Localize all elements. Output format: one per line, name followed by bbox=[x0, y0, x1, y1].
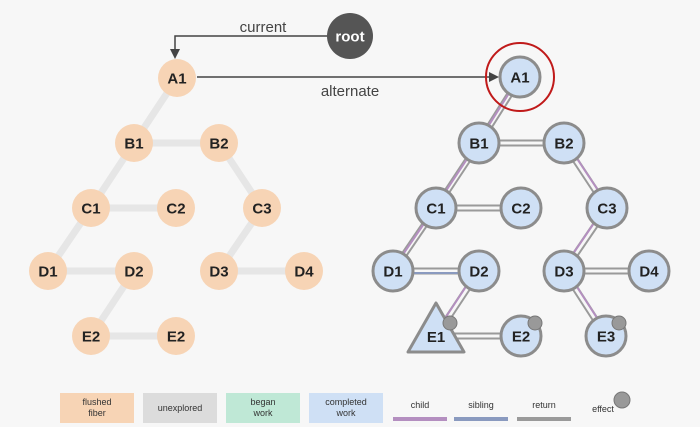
left-node-label: C3 bbox=[252, 201, 271, 218]
right-node-label: C2 bbox=[511, 201, 530, 218]
root-node: root bbox=[327, 13, 373, 59]
left-node: A1 bbox=[158, 59, 196, 97]
legend-effect-dot bbox=[613, 391, 631, 409]
legend-completed: completed work bbox=[309, 393, 383, 423]
current-pointer-arrow bbox=[170, 35, 328, 59]
legend-effect: effect bbox=[592, 391, 631, 414]
right-tree: A1 B1 B2 C1 C2 C3 D1 D2 bbox=[371, 42, 671, 358]
left-node-label: D2 bbox=[124, 264, 143, 281]
legend-began-line1: began bbox=[250, 397, 275, 407]
legend-child: child bbox=[393, 400, 447, 421]
current-label: current bbox=[240, 19, 288, 36]
right-node: D4 bbox=[627, 249, 671, 293]
effect-dot bbox=[611, 315, 627, 331]
left-node: D2 bbox=[115, 252, 153, 290]
legend-sibling: sibling bbox=[454, 400, 508, 421]
left-node-label: B2 bbox=[209, 136, 228, 153]
left-node: D3 bbox=[200, 252, 238, 290]
legend-effect-label: effect bbox=[592, 404, 614, 414]
legend-sibling-label: sibling bbox=[468, 400, 494, 410]
current-work-highlight-ring bbox=[485, 42, 555, 112]
right-node: B1 bbox=[457, 121, 501, 165]
right-node-label: B2 bbox=[554, 136, 573, 153]
right-node-label: A1 bbox=[510, 70, 529, 87]
legend-began: began work bbox=[226, 393, 300, 423]
legend-flushed-line2: fiber bbox=[88, 408, 106, 418]
right-node-label: D4 bbox=[639, 264, 659, 281]
root-label: root bbox=[335, 29, 364, 46]
left-node-label: C1 bbox=[81, 201, 100, 218]
right-node-label: D1 bbox=[383, 264, 402, 281]
left-node: E2 bbox=[72, 317, 110, 355]
effect-dot bbox=[527, 315, 543, 331]
alternate-label: alternate bbox=[321, 83, 379, 100]
effect-dot bbox=[442, 315, 458, 331]
left-node: C2 bbox=[157, 189, 195, 227]
root-pointers: current alternate root bbox=[170, 13, 499, 100]
right-node: C3 bbox=[585, 186, 629, 230]
left-node-label: D1 bbox=[38, 264, 57, 281]
legend-return: return bbox=[517, 400, 571, 421]
right-node: D1 bbox=[371, 249, 415, 293]
right-node: D3 bbox=[542, 249, 586, 293]
legend-unexplored-label: unexplored bbox=[158, 403, 203, 413]
left-node-label: A1 bbox=[167, 71, 186, 88]
left-node: D1 bbox=[29, 252, 67, 290]
right-node-label: E3 bbox=[597, 329, 615, 346]
legend-completed-line1: completed bbox=[325, 397, 367, 407]
left-node-label: E2 bbox=[167, 329, 185, 346]
left-node: D4 bbox=[285, 252, 323, 290]
left-node: E2 bbox=[157, 317, 195, 355]
right-node-label: E2 bbox=[512, 329, 530, 346]
right-node-label: C1 bbox=[426, 201, 445, 218]
right-node: C1 bbox=[414, 186, 458, 230]
right-node-label: E1 bbox=[427, 329, 445, 346]
left-node: C3 bbox=[243, 189, 281, 227]
right-node: A1 bbox=[498, 55, 542, 99]
left-node-label: C2 bbox=[166, 201, 185, 218]
right-node-label: D2 bbox=[469, 264, 488, 281]
left-node: B1 bbox=[115, 124, 153, 162]
left-node-label: B1 bbox=[124, 136, 143, 153]
left-tree: A1 B1 B2 C1 C2 C3 D1 D2 bbox=[29, 59, 323, 355]
left-node-label: D3 bbox=[209, 264, 228, 281]
right-node: B2 bbox=[542, 121, 586, 165]
left-node-label: E2 bbox=[82, 329, 100, 346]
right-node-label: D3 bbox=[554, 264, 573, 281]
legend-flushed-line1: flushed bbox=[82, 397, 111, 407]
legend-flushed: flushed fiber bbox=[60, 393, 134, 423]
left-node-label: D4 bbox=[294, 264, 314, 281]
left-node: C1 bbox=[72, 189, 110, 227]
legend-child-label: child bbox=[411, 400, 430, 410]
right-node: D2 bbox=[457, 249, 501, 293]
legend-began-line2: work bbox=[252, 408, 273, 418]
right-node: C2 bbox=[499, 186, 543, 230]
legend-completed-line2: work bbox=[335, 408, 356, 418]
right-node-label: B1 bbox=[469, 136, 488, 153]
legend-unexplored: unexplored bbox=[143, 393, 217, 423]
left-node: B2 bbox=[200, 124, 238, 162]
right-node-label: C3 bbox=[597, 201, 616, 218]
legend-return-label: return bbox=[532, 400, 556, 410]
legend: flushed fiber unexplored began work comp… bbox=[60, 391, 631, 423]
